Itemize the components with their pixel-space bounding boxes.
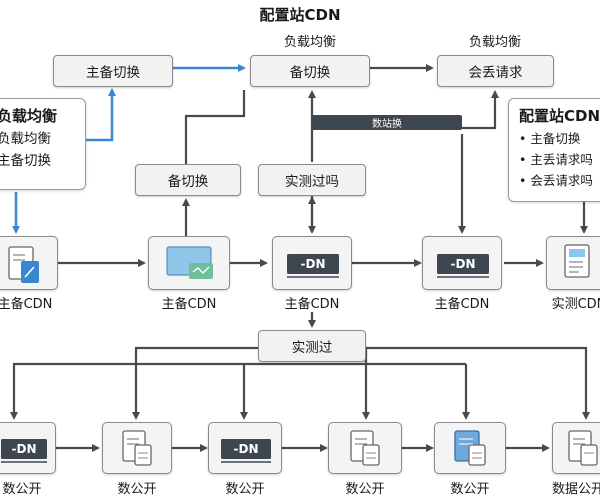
public-node-doc (328, 422, 402, 474)
arrow-backup-to-mid (184, 90, 246, 164)
bar-data-station-switch: 数站换 (312, 115, 462, 130)
cdn-node-doc (546, 236, 600, 290)
node-badge-text: -DN (300, 257, 326, 271)
panel-config-cdn-title: 配置站CDN (519, 107, 600, 125)
public-node-server: -DN (0, 422, 56, 474)
box-backup-switch: 备切换 (250, 55, 370, 87)
label-public-1: 数公开 (2, 482, 42, 497)
node-badge-text: -DN (233, 442, 259, 456)
box-request-loss: 会丢请求 (437, 55, 554, 87)
header-load-balance-2: 负载均衡 (468, 35, 521, 50)
public-node-doc-blue (434, 422, 506, 474)
box-backup-switch-mid: 备切换 (135, 164, 241, 196)
label-node-3: 主备CDN (284, 297, 340, 312)
box-verified: 实测过 (258, 330, 366, 362)
label-public-6: 数据公开 (551, 482, 600, 497)
panel-load-balance-line: 负载均衡 (0, 131, 51, 147)
label-public-4: 数公开 (345, 482, 385, 497)
panel-config-cdn-item: • 主丢请求吗 (519, 152, 593, 167)
public-node-doc (552, 422, 600, 474)
label-public-5: 数公开 (450, 482, 490, 497)
panel-config-cdn-item: • 主备切换 (519, 131, 581, 146)
label-node-1: 主备CDN (0, 297, 53, 312)
header-load-balance-1: 负载均衡 (283, 35, 336, 50)
panel-config-cdn-item: • 会丢请求吗 (519, 173, 593, 188)
label-public-2: 数公开 (117, 482, 157, 497)
box-tested: 实测过吗 (258, 164, 366, 196)
panel-load-balance-title: 负载均衡 (0, 107, 58, 125)
label-public-3: 数公开 (225, 482, 265, 497)
panel-load-balance-line: 主备切换 (0, 153, 51, 169)
node-badge-text: -DN (450, 257, 476, 271)
node-badge-text: -DN (11, 442, 37, 456)
label-node-4: 主备CDN (434, 297, 490, 312)
panel-load-balance: 负载均衡 负载均衡 主备切换 (0, 98, 86, 190)
arrow-panel-to-backup (86, 88, 116, 142)
arrow-lost-from-bar (462, 90, 499, 130)
cdn-node-doc (0, 236, 58, 290)
panel-config-cdn: 配置站CDN • 主备切换 • 主丢请求吗 • 会丢请求吗 (508, 98, 600, 202)
cdn-node-chart (148, 236, 230, 290)
diagram-title: 配置站CDN (259, 6, 341, 24)
bus-right (366, 346, 590, 420)
public-node-doc (102, 422, 172, 474)
cdn-node-server: -DN (422, 236, 502, 290)
public-node-server: -DN (208, 422, 282, 474)
label-node-2: 主备CDN (161, 297, 217, 312)
label-node-5: 实测CDN (551, 297, 600, 312)
cdn-node-server: -DN (272, 236, 352, 290)
box-primary-backup-switch: 主备切换 (53, 55, 173, 87)
